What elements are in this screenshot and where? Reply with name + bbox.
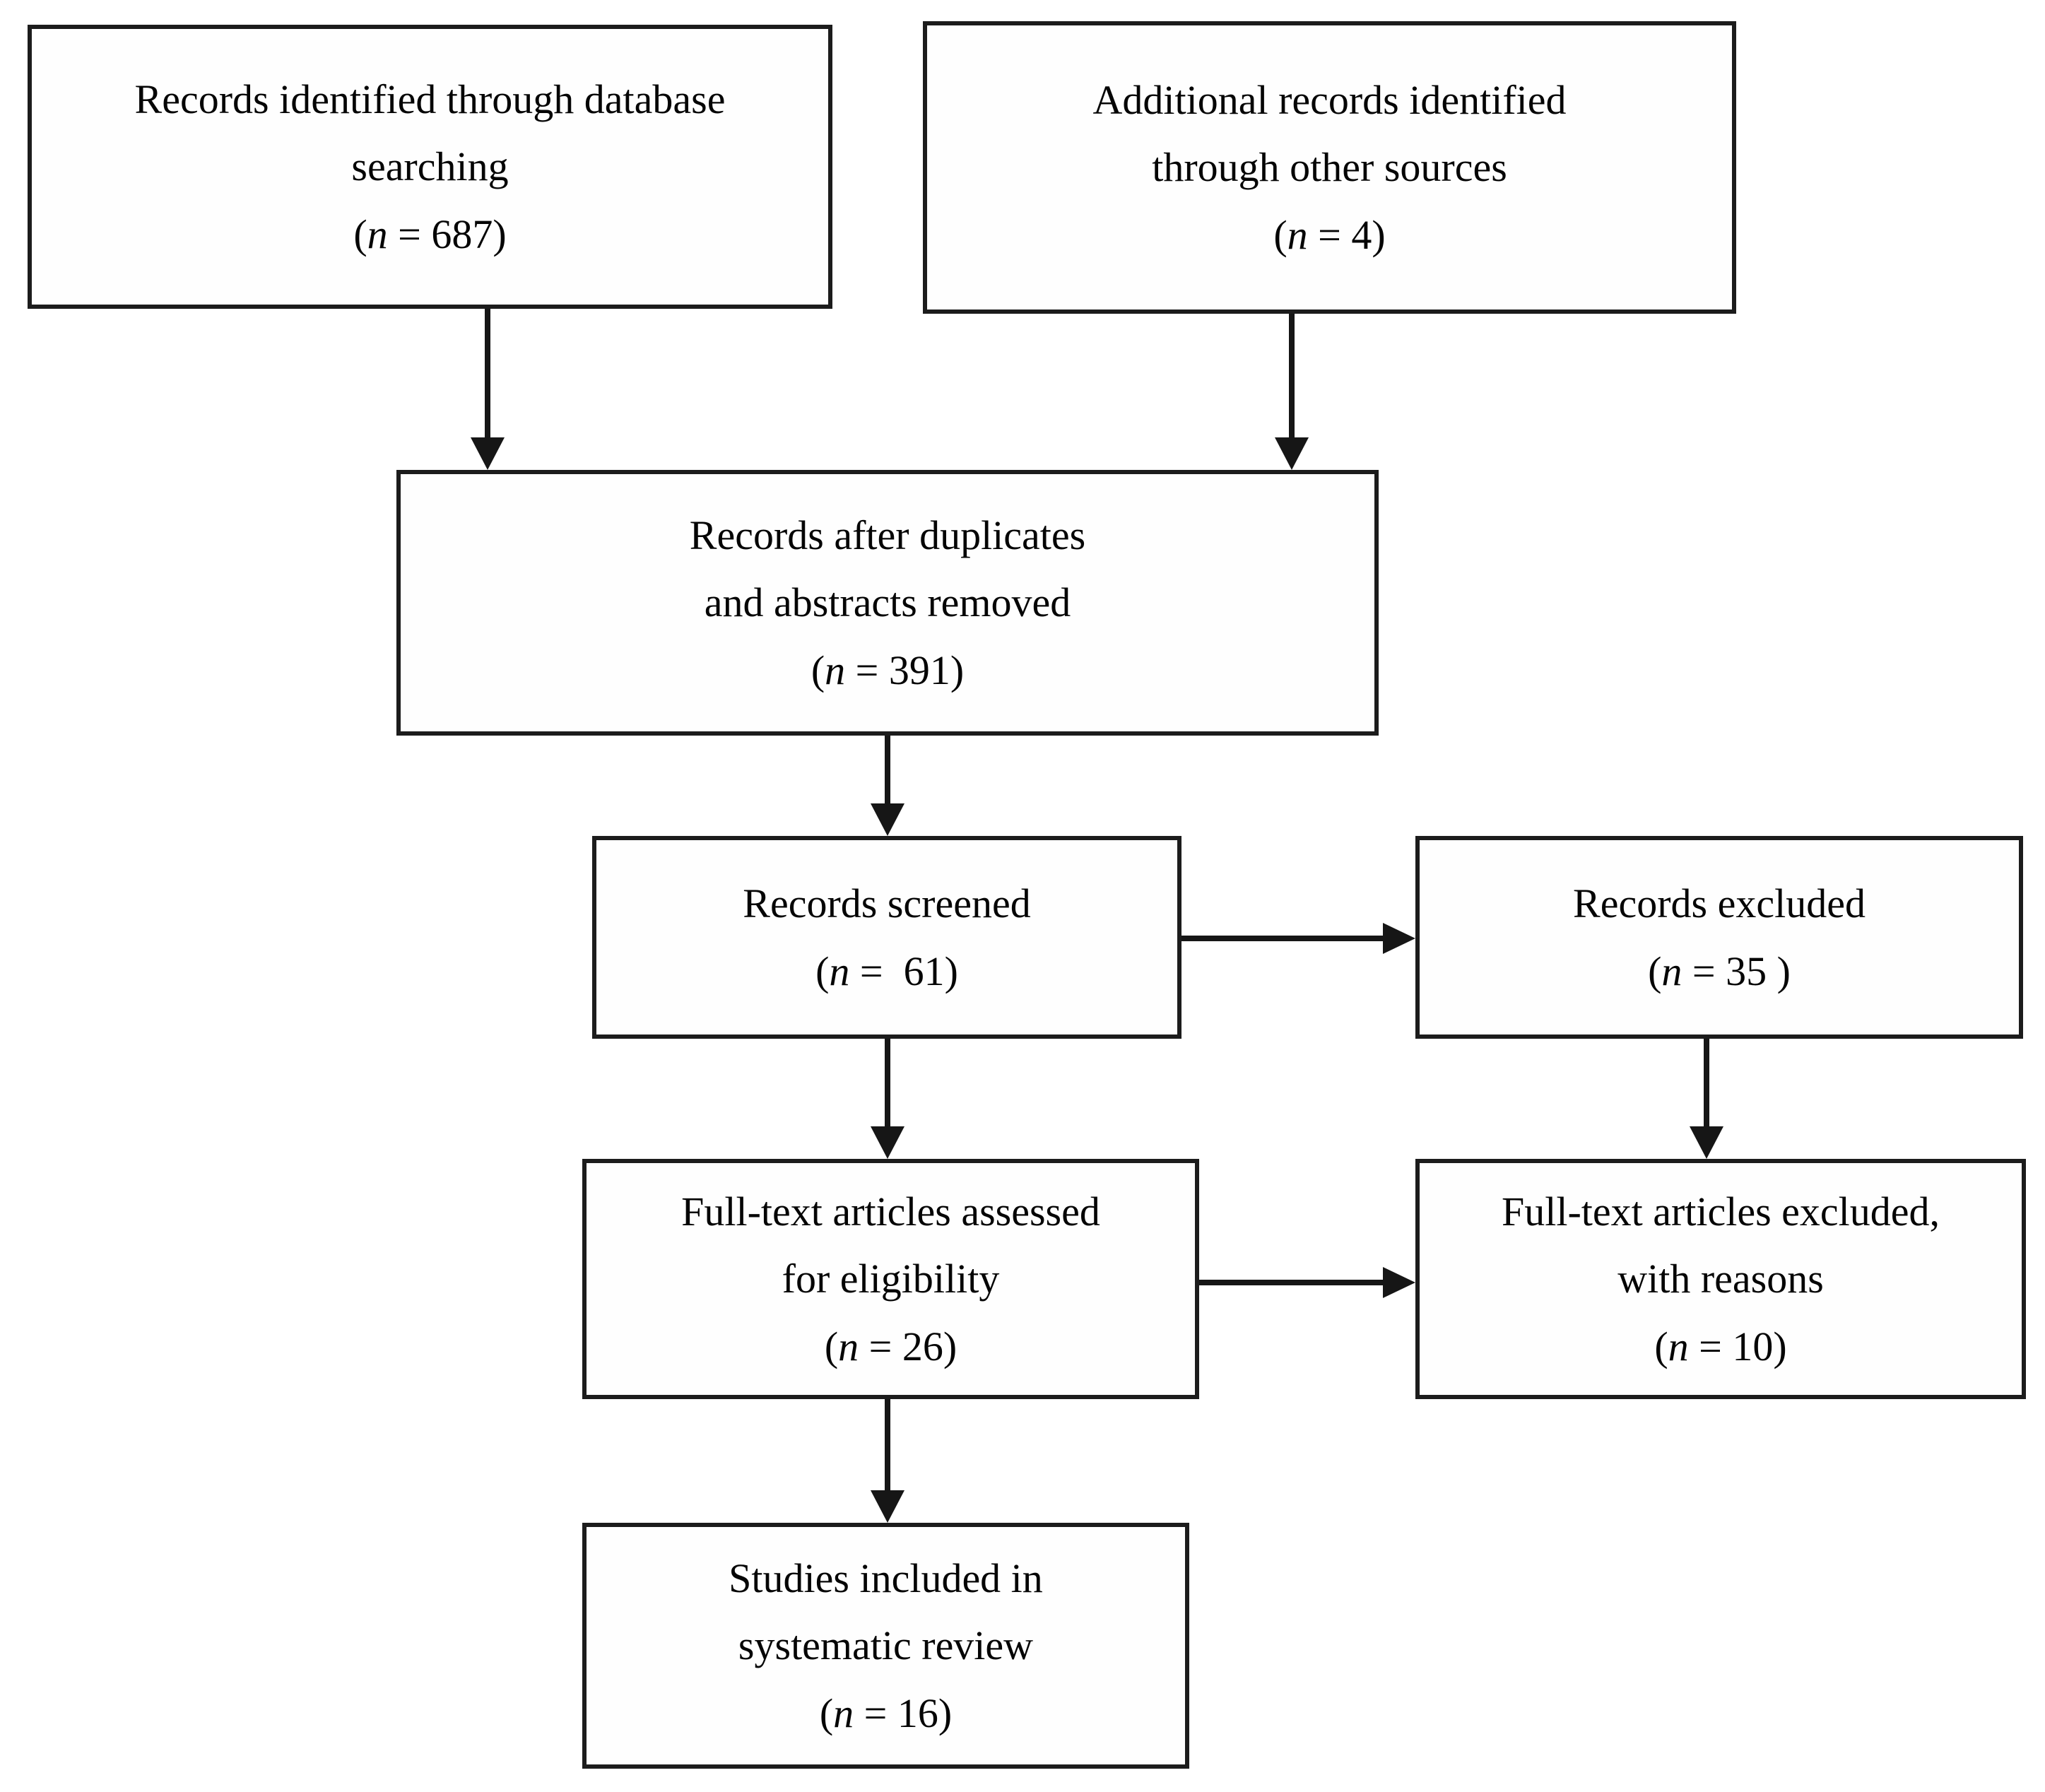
n-variable: n [829,948,850,994]
box-text-line: Additional records identified [1092,77,1567,124]
box-text-line: Records screened [743,880,1031,927]
box-count-label: (n = 10) [1654,1323,1787,1369]
box-fulltext-excluded: Full-text articles excluded, with reason… [1415,1159,2026,1399]
n-variable: n [1661,948,1682,994]
arrow-sources-to-merged-line [1289,314,1295,437]
box-text-line: Records excluded [1573,880,1866,927]
box-text-line: Records identified through database [134,76,726,123]
box-records-excluded: Records excluded (n = 35 ) [1415,836,2023,1039]
box-text-line: Full-text articles excluded, [1501,1189,1940,1235]
box-text-line: systematic review [738,1622,1034,1669]
box-records-screened: Records screened (n = 61) [592,836,1181,1039]
arrow-merged-to-screened-line [885,736,890,803]
arrow-right-icon [1383,923,1415,954]
box-fulltext-assessed: Full-text articles assessed for eligibil… [582,1159,1199,1399]
n-variable: n [1668,1323,1689,1369]
arrow-db-to-merged-line [485,309,490,437]
box-text-line: Full-text articles assessed [681,1189,1100,1235]
n-variable: n [367,211,388,257]
box-text-line: Studies included in [729,1555,1043,1602]
box-text-line: and abstracts removed [704,579,1071,626]
box-count-label: (n = 61) [815,948,958,994]
box-records-identified-database: Records identified through database sear… [28,25,832,309]
arrow-down-icon [1275,437,1309,470]
arrow-screened-to-excluded-line [1181,936,1383,941]
box-text-line: for eligibility [782,1256,1000,1302]
box-count-label: (n = 4) [1273,211,1386,258]
n-variable: n [838,1323,859,1369]
arrow-down-icon [871,803,904,836]
box-count-label: (n = 687) [353,211,507,257]
arrow-down-icon [1690,1126,1723,1159]
box-additional-records-other-sources: Additional records identified through ot… [923,21,1736,314]
arrow-fulltext-to-included-line [885,1399,890,1490]
n-variable: n [833,1690,854,1736]
arrow-right-icon [1383,1267,1415,1298]
arrow-down-icon [871,1490,904,1523]
n-variable: n [825,647,846,693]
box-count-label: (n = 391) [811,647,965,693]
box-count-label: (n = 16) [819,1690,953,1736]
box-text-line: through other sources [1152,144,1507,191]
box-count-label: (n = 26) [824,1323,957,1369]
box-count-label: (n = 35 ) [1648,948,1791,994]
box-studies-included: Studies included in systematic review (n… [582,1523,1189,1769]
box-text-line: with reasons [1617,1256,1824,1302]
box-records-after-duplicates-removed: Records after duplicates and abstracts r… [396,470,1379,736]
box-text-line: searching [351,143,509,190]
box-text-line: Records after duplicates [689,512,1086,559]
arrow-fulltext-to-fulltext-excluded-line [1199,1280,1383,1285]
arrow-down-icon [871,1126,904,1159]
arrow-down-icon [471,437,505,470]
arrow-screened-to-fulltext-line [885,1039,890,1126]
arrow-excluded-to-fulltext-excluded-line [1704,1039,1709,1126]
n-variable: n [1287,211,1308,258]
